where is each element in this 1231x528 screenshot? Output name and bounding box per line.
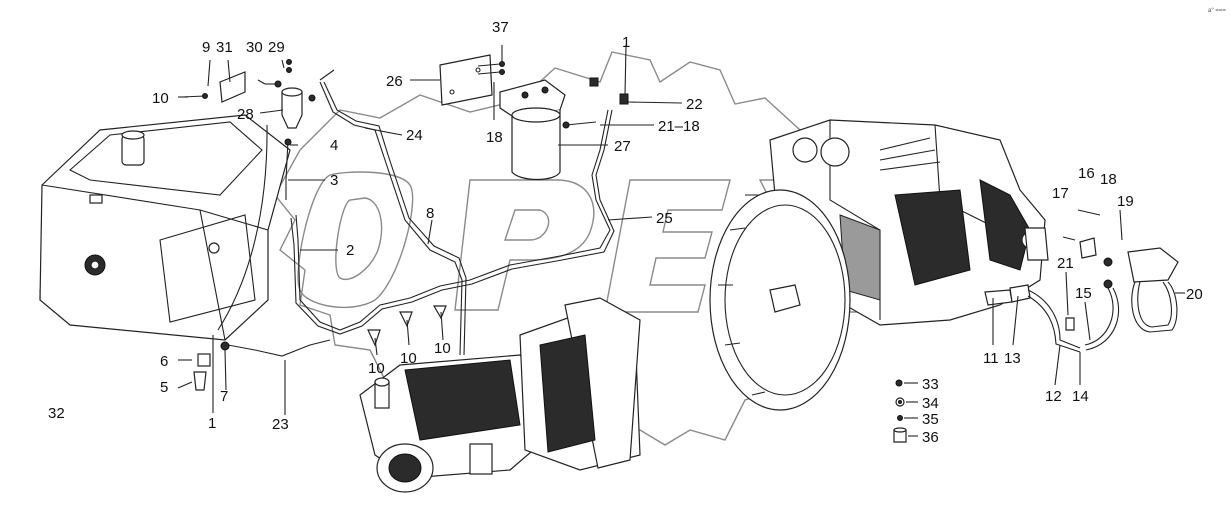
callout-label: 18 — [486, 129, 503, 146]
callout-label: 6 — [160, 353, 168, 370]
callout-label: 8 — [426, 205, 434, 222]
callout-label: 3 — [330, 172, 338, 189]
callout-label: 15 — [1075, 285, 1092, 302]
callout-label: 13 — [1004, 350, 1021, 367]
callout-label: 12 — [1045, 388, 1062, 405]
callout-label: 30 — [246, 39, 263, 56]
fittings — [193, 77, 629, 391]
callout-label: 11 — [983, 350, 999, 367]
callout-label: 25 — [656, 210, 673, 227]
callout-label: 33 — [922, 376, 939, 393]
mounting-plate — [439, 54, 505, 106]
filter-bracket-parts — [181, 59, 335, 129]
callout-label: 7 — [220, 388, 228, 405]
right-hoses — [984, 209, 1179, 353]
callout-label: 28 — [237, 106, 254, 123]
callout-label: 16 — [1078, 165, 1095, 182]
callout-label: 37 — [492, 19, 509, 36]
callout-label: 35 — [922, 411, 939, 428]
callout-label: 5 — [160, 379, 168, 396]
callout-label: 1 — [208, 415, 216, 432]
callout-label: 4 — [330, 137, 338, 154]
corner-mark: a° === — [1208, 8, 1226, 14]
callout-label: 19 — [1117, 193, 1134, 210]
callout-label: 1 — [622, 34, 630, 51]
fuel-filter — [499, 79, 566, 181]
callout-label: 26 — [386, 73, 403, 90]
callout-label: 36 — [922, 429, 939, 446]
callout-label: 21 — [1057, 255, 1074, 272]
callout-label: 27 — [614, 138, 631, 155]
callout-label: 10 — [152, 90, 169, 107]
fuel-tank — [39, 114, 291, 341]
small-parts-column — [893, 379, 907, 443]
callout-label: 10 — [368, 360, 385, 377]
callout-label: 31 — [216, 39, 233, 56]
flywheel-housing — [709, 189, 851, 411]
callout-label: 34 — [922, 395, 939, 412]
callout-label: 10 — [434, 340, 451, 357]
callout-label: 17 — [1052, 185, 1069, 202]
callout-label: 18 — [1100, 171, 1117, 188]
callout-label: 29 — [268, 39, 285, 56]
callout-label: 20 — [1186, 286, 1203, 303]
callout-label: 23 — [272, 416, 289, 433]
callout-label: 10 — [400, 350, 417, 367]
callout-label: 24 — [406, 127, 423, 144]
callout-label: 2 — [346, 242, 354, 259]
callout-label: 14 — [1072, 388, 1089, 405]
leader-lines — [177, 44, 1185, 437]
generator-assembly — [359, 297, 641, 493]
callout-labels: 1 1 2 3 4 5 6 7 8 9 10 10 10 10 11 12 13… — [48, 19, 1203, 446]
callout-label: 9 — [202, 39, 210, 56]
callout-label: 21–18 — [658, 118, 700, 135]
callout-label: 32 — [48, 405, 65, 422]
pipes — [217, 81, 615, 357]
callout-label: 22 — [686, 96, 703, 113]
